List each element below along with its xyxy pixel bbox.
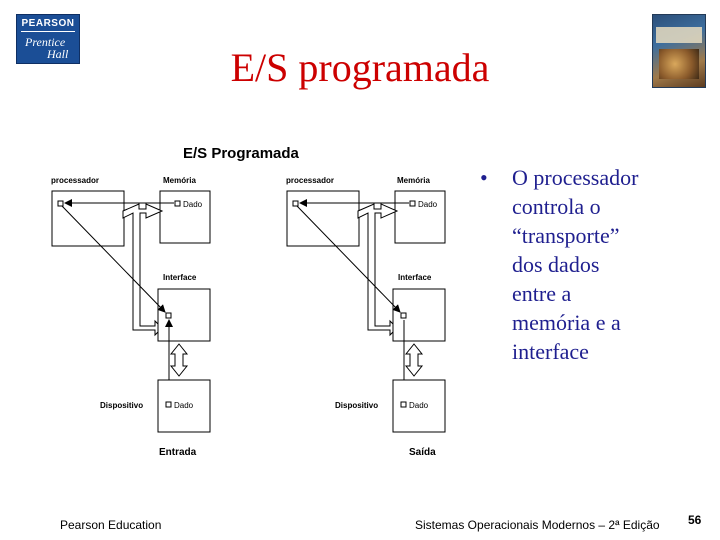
panel2-processor-box (286, 190, 360, 247)
panel1-memory-box (159, 190, 211, 244)
bullet-text: O processador controla o “transporte” do… (512, 165, 639, 364)
panel1-interface-label: Interface (163, 273, 197, 282)
panel2-bus-outline (357, 203, 399, 337)
panel-saida: processador Memória Dado Interface Dispo… (286, 176, 446, 458)
page-number: 56 (688, 513, 702, 527)
panel1-processor-label: processador (51, 176, 99, 185)
panel1-interface-register (165, 312, 172, 319)
panel2-device-data-cell (400, 401, 407, 408)
panel2-device-data-label: Dado (409, 401, 429, 410)
book-cover-image (652, 14, 706, 88)
panel1-processor-box (51, 190, 125, 247)
panel2-memory-box (394, 190, 446, 244)
panel1-bus-outline (122, 203, 164, 337)
panel2-device-label: Dispositivo (335, 401, 378, 410)
panel2-proc-to-interface-arrow (296, 205, 401, 313)
panel1-proc-to-interface-arrow (61, 205, 166, 313)
panel1-memory-data-cell (174, 200, 181, 207)
footer-book-title: Sistemas Operacionais Modernos – 2ª Ediç… (415, 518, 660, 532)
slide-title: E/S programada (230, 45, 490, 90)
pearson-prentice-hall-logo: PEARSON Prentice Hall (16, 14, 80, 64)
panel-entrada: processador Memória Dado Interface Dispo… (51, 176, 211, 458)
panel2-interface-device-arrow (404, 343, 424, 377)
panel2-processor-register (292, 200, 299, 207)
panel1-device-data-cell (165, 401, 172, 408)
logo-line2: Hall (47, 47, 69, 61)
panel1-device-data-label: Dado (174, 401, 194, 410)
diagram-title: E/S Programada (183, 145, 300, 162)
panel1-device-label: Dispositivo (100, 401, 143, 410)
panel1-memory-label: Memória (163, 176, 196, 185)
book-cover-title-band (656, 27, 702, 43)
panel2-interface-label: Interface (398, 273, 432, 282)
bullet-symbol: • (480, 165, 488, 190)
panel2-processor-label: processador (286, 176, 334, 185)
logo-brand: PEARSON (21, 18, 75, 29)
panel2-caption: Saída (409, 447, 436, 458)
programmed-io-diagram: E/S Programada processador Memória Dado … (51, 145, 446, 458)
book-cover-art (659, 49, 699, 79)
panel2-interface-register (400, 312, 407, 319)
footer-publisher: Pearson Education (60, 518, 162, 532)
panel1-interface-device-arrow (169, 343, 189, 377)
panel1-processor-register (57, 200, 64, 207)
panel2-memory-label: Memória (397, 176, 430, 185)
panel1-memory-data-label: Dado (183, 200, 203, 209)
panel2-memory-data-label: Dado (418, 200, 438, 209)
logo-divider (21, 31, 75, 32)
logo-line1: Prentice (25, 35, 66, 49)
panel2-memory-data-cell (409, 200, 416, 207)
panel1-caption: Entrada (159, 447, 197, 458)
